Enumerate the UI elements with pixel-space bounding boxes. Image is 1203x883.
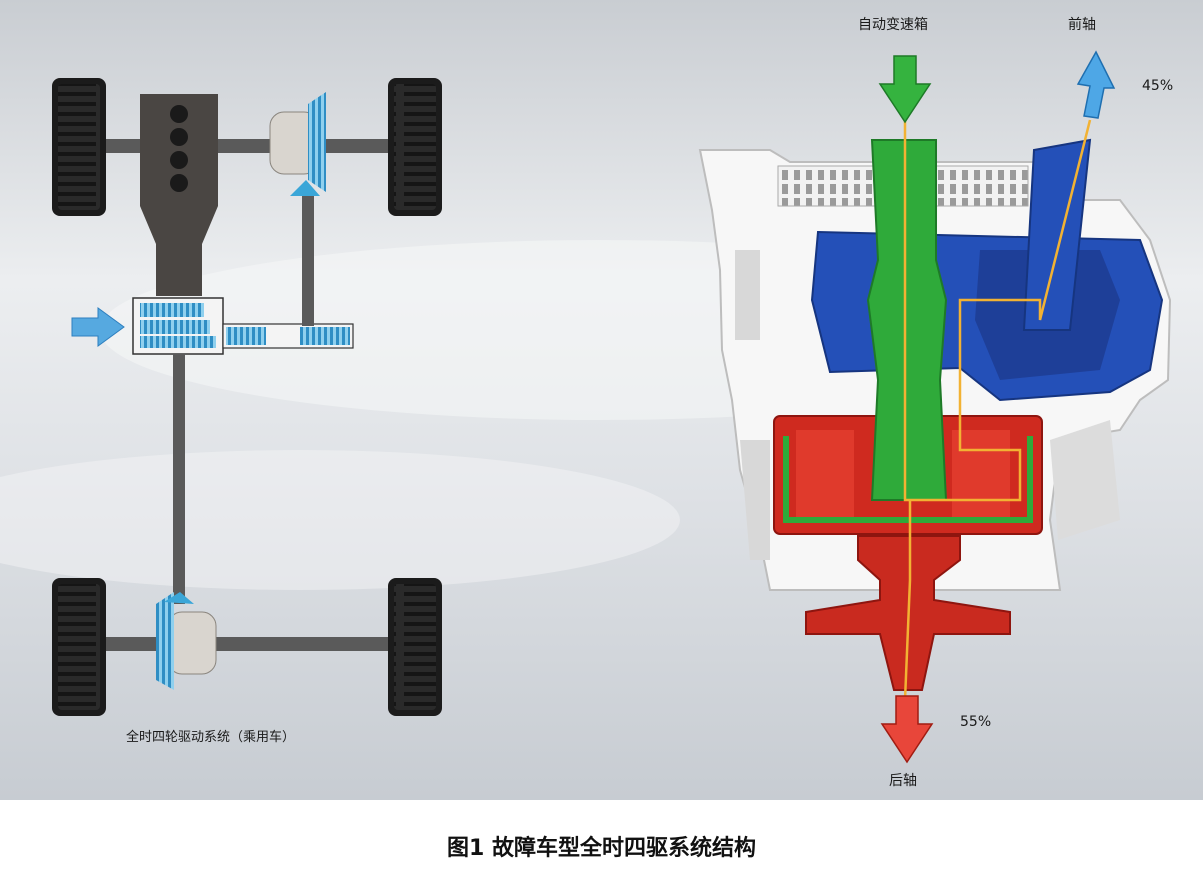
- drivetrain-schematic: [52, 78, 442, 716]
- diagram-stage: 自动变速箱 前轴 45% 55% 后轴 全时四轮驱动系统（乘用车）: [0, 0, 1203, 800]
- gearbox-label: 自动变速箱: [858, 17, 928, 33]
- rear-propshaft: [173, 354, 185, 604]
- rear-axle-label: 后轴: [889, 773, 917, 789]
- front-axle-label: 前轴: [1068, 17, 1096, 33]
- rear-percent-label: 55%: [960, 714, 992, 730]
- front-percent-label: 45%: [1142, 78, 1174, 94]
- transfer-case-cutaway: [698, 50, 1172, 764]
- arrow-right-icon: [71, 307, 125, 347]
- transmission: [140, 206, 218, 296]
- input-shaft: [866, 139, 948, 501]
- system-name-label: 全时四轮驱动系统（乘用车）: [126, 730, 296, 745]
- rear-differential: [167, 611, 217, 675]
- front-propshaft: [302, 196, 314, 326]
- wheel-front-right: [388, 78, 442, 216]
- arrow-down-icon-rear: [880, 695, 934, 764]
- figure-caption: 图1 故障车型全时四驱系统结构: [447, 836, 756, 861]
- wheel-front-left: [52, 78, 106, 216]
- rear-axle-shaft: [100, 637, 400, 651]
- arrow-up-icon: [1076, 50, 1116, 119]
- awd-diagram: [0, 0, 1203, 800]
- wheel-rear-left: [52, 578, 106, 716]
- wheel-rear-right: [388, 578, 442, 716]
- arrow-down-icon: [878, 55, 932, 124]
